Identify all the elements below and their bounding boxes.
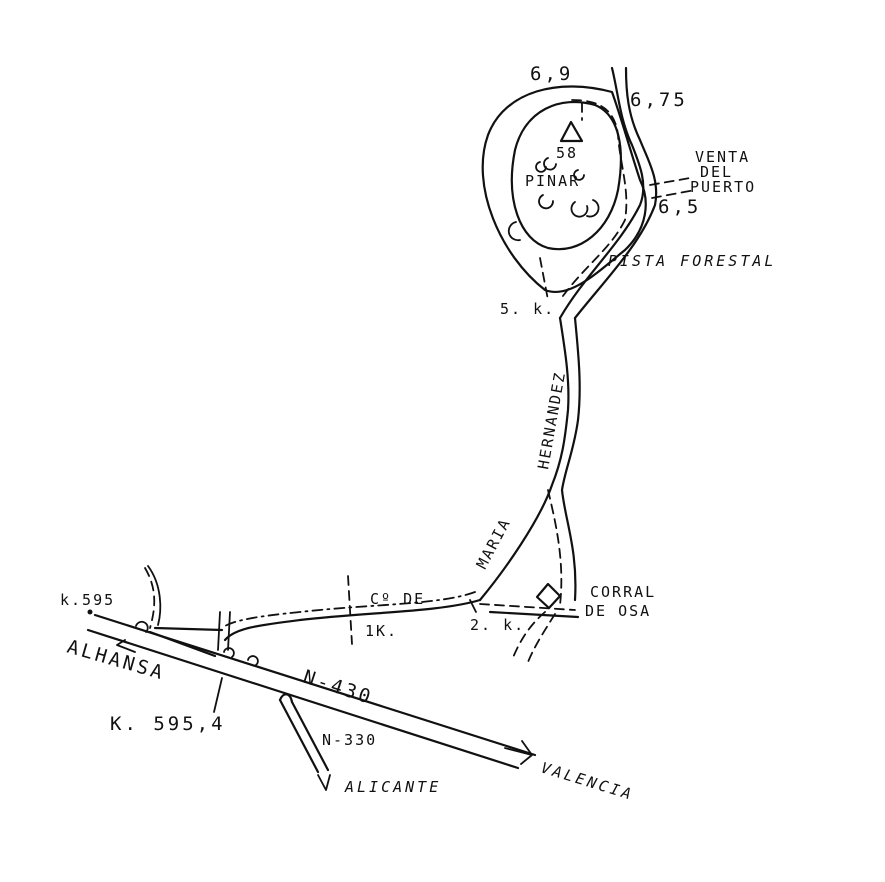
pine-trees-icon (507, 157, 600, 242)
peak-height-label: 6,9 (530, 63, 573, 85)
km5-label: 5. k. (500, 300, 555, 318)
pinar-label: PINAR (525, 172, 580, 190)
west-track-2 (147, 565, 162, 626)
alhansa-arrow-icon (116, 639, 136, 653)
corral-label-2: DE OSA (585, 602, 651, 620)
summit-trail (559, 99, 628, 301)
junction-km-label: 6,75 (630, 89, 688, 111)
summit-number-label: 58 (556, 144, 578, 162)
road-up-right (573, 66, 658, 320)
south-track-2 (527, 613, 556, 663)
maria-hernandez-road-left (478, 316, 570, 602)
valencia-label: VALENCIA (539, 759, 636, 804)
n330-fork (278, 693, 294, 704)
alhansa-label: ALHANSA (65, 636, 168, 685)
camino-east (479, 603, 576, 611)
alicante-label: ALICANTE (344, 778, 441, 796)
corral-label-1: CORRAL (590, 583, 656, 601)
junction-posts (217, 611, 231, 651)
venta-label-3: PUERTO (690, 178, 756, 196)
alicante-arrow-icon (317, 774, 331, 791)
k5954-label: K. 595,4 (110, 713, 226, 735)
camino-west (223, 598, 482, 642)
road-up-left (558, 66, 645, 320)
km1-marker (347, 575, 353, 645)
maria-hernandez-road-right (560, 316, 581, 602)
km1-label: 1K. (365, 622, 398, 640)
venta-km-label: 6,5 (658, 196, 701, 218)
n330-road-left (278, 698, 320, 774)
pinar-inner-contour (510, 100, 622, 251)
hernandez-label: HERNANDEZ (534, 370, 569, 471)
k595-label: k.595 (60, 591, 115, 609)
summit-triangle-icon (559, 120, 584, 143)
camino-west-dashdot (221, 591, 476, 629)
mountain-outer-contour (481, 85, 647, 293)
venta-label-1: VENTA (695, 148, 750, 166)
junction-loop-3 (247, 655, 259, 666)
venta-label-2: DEL (700, 163, 733, 181)
n430-highway-bottom (86, 628, 520, 770)
venta-branch-2 (651, 189, 696, 199)
n430-highway-top (93, 613, 537, 757)
junction-loop (135, 620, 149, 633)
pista-forestal-label: PISTA FORESTAL (608, 252, 776, 270)
km2-label: 2. k. (470, 616, 525, 634)
camino-east-2 (488, 610, 580, 619)
junction-loop-2 (223, 647, 235, 658)
k595-dot (87, 609, 93, 615)
km2-tick (469, 599, 477, 613)
corral-building (535, 582, 562, 610)
west-link (153, 626, 224, 632)
south-track (511, 611, 546, 661)
cno-de-label: Cº DE (370, 590, 425, 608)
k5954-pointer (213, 677, 223, 713)
venta-branch (649, 177, 691, 186)
west-track (144, 567, 156, 629)
n330-road-right (290, 700, 330, 772)
valencia-arrow-icon (504, 740, 533, 765)
ridge-trail (539, 257, 549, 301)
corral-track (547, 489, 563, 606)
n330-label: N-330 (322, 731, 377, 749)
